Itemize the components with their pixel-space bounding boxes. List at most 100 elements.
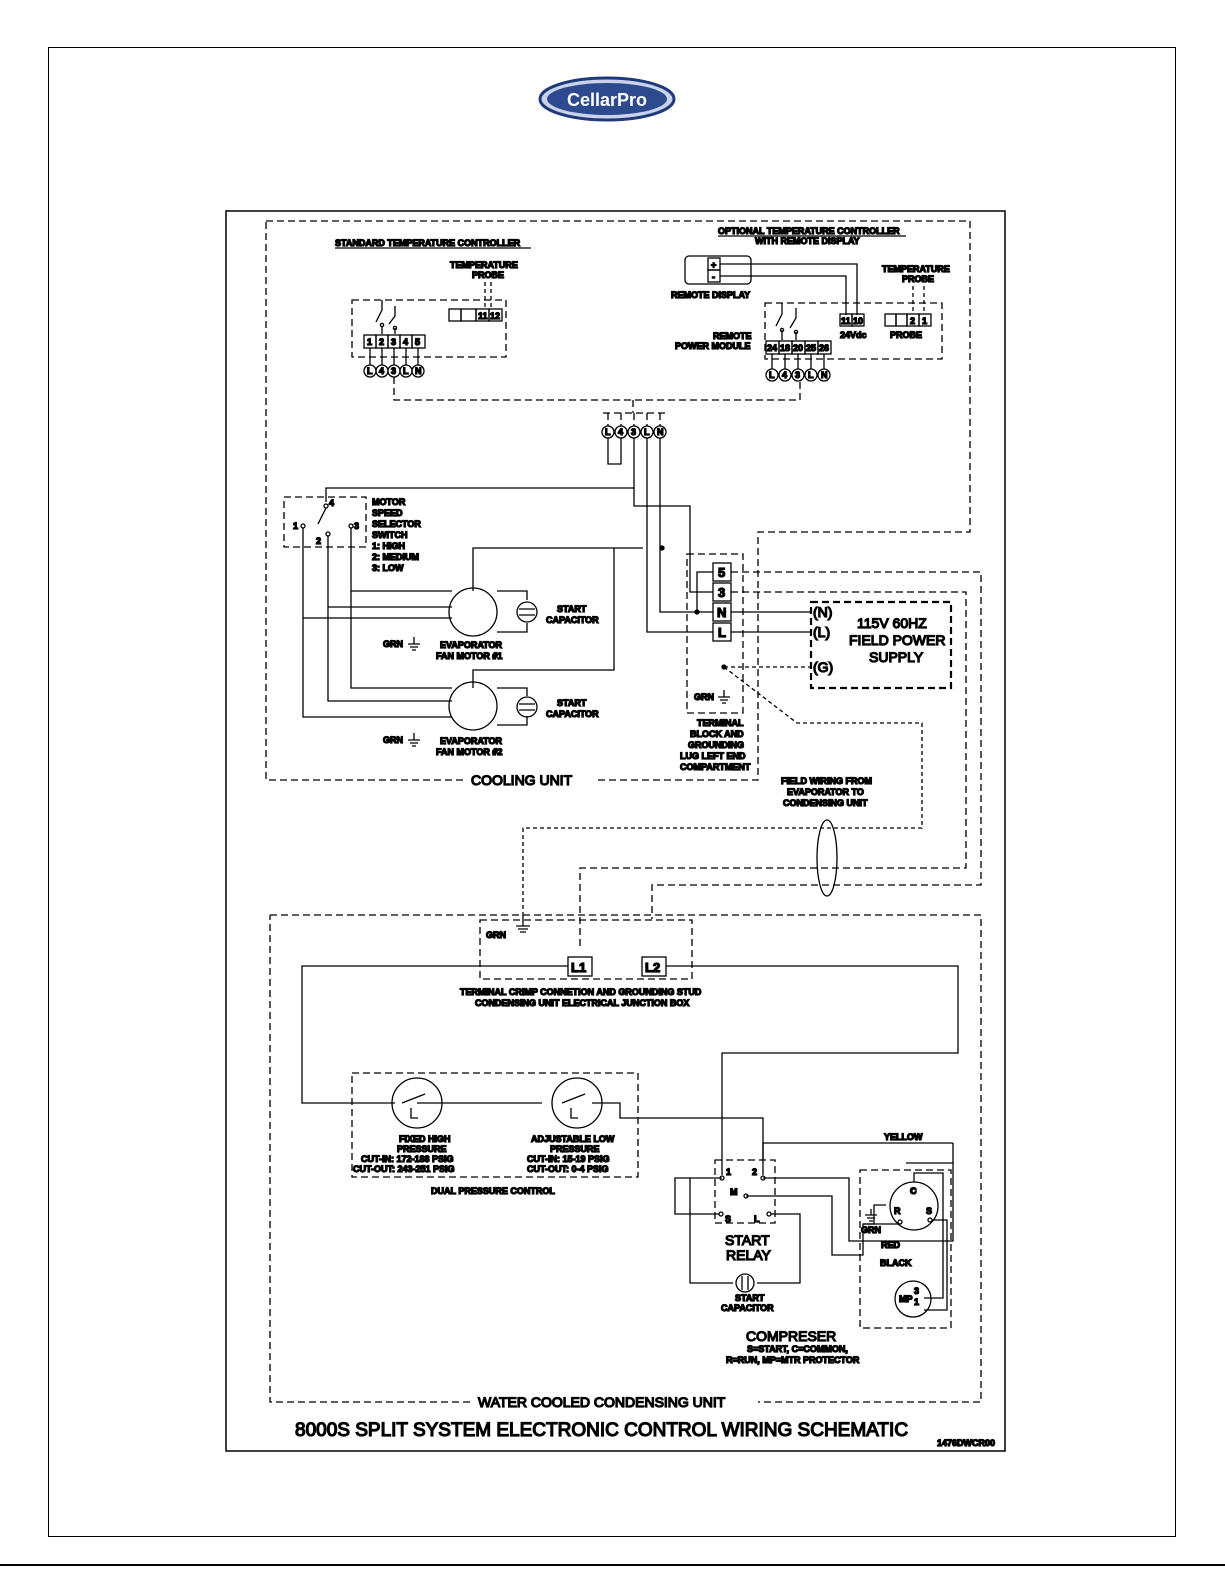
- svg-text:L: L: [644, 427, 650, 437]
- field-wiring-label-2: EVAPORATOR TO: [787, 787, 864, 797]
- svg-text:L: L: [769, 370, 775, 380]
- opt-probe-label: TEMPERATURE: [882, 264, 950, 274]
- speed-switch-label: MOTOR SPEED SELECTOR SWITCH 1: HIGH 2: M…: [371, 496, 422, 573]
- svg-text:MP: MP: [899, 1294, 913, 1304]
- supply-voltage: 115V 60HZ: [857, 615, 927, 631]
- svg-text:4: 4: [403, 337, 408, 347]
- supply-l: (L): [813, 624, 830, 640]
- opt-circle-terminals: L 4 3 L N: [765, 368, 831, 382]
- svg-text:L: L: [754, 1214, 760, 1224]
- svg-text:S: S: [926, 1206, 932, 1216]
- relay-start-capacitor-icon: [735, 1273, 755, 1293]
- svg-text:M: M: [730, 1187, 738, 1197]
- svg-text:4: 4: [329, 498, 334, 508]
- schematic-title: 8000S SPLIT SYSTEM ELECTRONIC CONTROL WI…: [295, 1420, 908, 1441]
- svg-text:-: -: [712, 272, 715, 282]
- relay-cap-label: START: [735, 1293, 765, 1303]
- svg-text:3: 3: [391, 366, 396, 376]
- yellow-wire-label: YELLOW: [884, 1132, 923, 1142]
- remote-display-icon: + -: [684, 255, 752, 285]
- svg-text:1: 1: [726, 1167, 731, 1177]
- dual-pressure-label: DUAL PRESSURE CONTROL: [431, 1186, 555, 1196]
- opt-dc-terminals: 11 10: [839, 313, 865, 327]
- start-relay-wires: [674, 1162, 954, 1284]
- std-relay-contacts: [375, 300, 398, 334]
- junction-label-2: CONDENSING UNIT ELECTRICAL JUNCTION BOX: [475, 998, 689, 1008]
- opt-output-terminals: 24 18 20 25 26: [765, 340, 832, 369]
- svg-text:2: 2: [379, 337, 384, 347]
- lp-label-2: PRESSURE: [550, 1144, 600, 1154]
- yellow-wire-drops: [762, 1143, 954, 1163]
- supply-label: FIELD POWER: [849, 632, 945, 648]
- start-cap-1-label: START: [557, 604, 587, 614]
- compressor-legend-2: R=RUN, MP=MTR PROTECTOR: [726, 1355, 860, 1365]
- motor-cap-wires: [497, 590, 528, 726]
- opt-controller-box: [764, 302, 943, 360]
- field-wiring-bundle: [816, 819, 838, 897]
- fan-motor-common: [472, 547, 643, 688]
- hp-label-2: PRESSURE: [397, 1144, 447, 1154]
- std-probe-terminals: 11 12: [448, 308, 503, 322]
- svg-text:4: 4: [782, 370, 787, 380]
- opt-relay-contacts: [775, 303, 799, 340]
- bottom-rule: [0, 1564, 1225, 1566]
- pressure-series-wire: [417, 1102, 764, 1175]
- field-wires-to-condenser: [579, 571, 982, 950]
- terminal-block-enclosure: [686, 553, 744, 714]
- opt-controller-title-2: WITH REMOTE DISPLAY: [755, 236, 860, 246]
- std-output-terminals: 1 2 3 4 5: [363, 334, 426, 365]
- svg-text:SPEED: SPEED: [372, 508, 403, 518]
- speed-switch-box: [283, 496, 367, 548]
- condensing-unit-enclosure: [269, 914, 982, 1403]
- field-wiring-label: FIELD WIRING FROM: [781, 776, 872, 786]
- svg-text:24: 24: [767, 343, 777, 353]
- svg-text:3: 3: [391, 337, 396, 347]
- start-cap-2-label: START: [557, 698, 587, 708]
- field-power-supply-box: [809, 600, 953, 690]
- cooling-unit-label: COOLING UNIT: [471, 772, 573, 788]
- field-wiring-label-3: CONDENSING UNIT: [783, 798, 868, 808]
- std-probe-leads: [484, 282, 492, 308]
- condensing-unit-label: WATER COOLED CONDENSING UNIT: [478, 1394, 726, 1410]
- svg-text:N: N: [657, 427, 664, 437]
- compressor-enclosure: [859, 1169, 952, 1329]
- std-controller-box: [351, 299, 507, 358]
- terminal-block-terminals: 5 3 N L: [659, 545, 732, 642]
- svg-text:3: LOW: 3: LOW: [372, 563, 404, 573]
- cellarpro-logo: CellarPro: [538, 76, 676, 122]
- evap-fan-motor-2: [448, 681, 498, 731]
- opt-probe-leads: [912, 286, 925, 313]
- svg-text:4: 4: [379, 366, 384, 376]
- l1-label: L1: [571, 960, 586, 975]
- controller-output-wires: [325, 438, 713, 633]
- controller-bus: [393, 377, 801, 414]
- svg-text:5: 5: [415, 337, 420, 347]
- junction-ground-icon: [516, 916, 530, 933]
- compressor-grn-label: GRN: [861, 1225, 881, 1235]
- dual-pressure-box: [351, 1072, 639, 1178]
- evap-1-label: EVAPORATOR: [440, 640, 503, 650]
- supply-n: (N): [813, 604, 832, 620]
- drawing-number: 1476DWCR00: [937, 1438, 995, 1448]
- svg-text:3: 3: [631, 427, 636, 437]
- cooling-unit-enclosure: [265, 220, 971, 781]
- svg-text:LUG LEFT END: LUG LEFT END: [680, 751, 746, 761]
- std-probe-label: TEMPERATURE: [450, 260, 518, 270]
- svg-text:1: 1: [293, 521, 298, 531]
- remote-module-label-2: POWER MODULE: [675, 341, 751, 351]
- std-circle-terminals: L 4 3 L N: [363, 364, 425, 378]
- opt-controller-title: OPTIONAL TEMPERATURE CONTROLLER: [718, 226, 900, 236]
- motor-protector: [894, 1280, 932, 1318]
- evap-fan-motor-1: [448, 587, 498, 637]
- opt-probe-text: PROBE: [890, 330, 922, 340]
- relay-cap-label-2: CAPACITOR: [721, 1303, 774, 1313]
- wire-to-terminal-3: [633, 488, 713, 593]
- ground-field-wire: [522, 666, 923, 916]
- svg-text:N: N: [717, 605, 726, 620]
- svg-text:SWITCH: SWITCH: [372, 530, 408, 540]
- svg-text:1: 1: [367, 337, 372, 347]
- svg-text:3: 3: [914, 1286, 919, 1296]
- svg-text:2: 2: [910, 316, 915, 326]
- svg-text:R: R: [894, 1206, 901, 1216]
- start-relay-box: [714, 1159, 776, 1224]
